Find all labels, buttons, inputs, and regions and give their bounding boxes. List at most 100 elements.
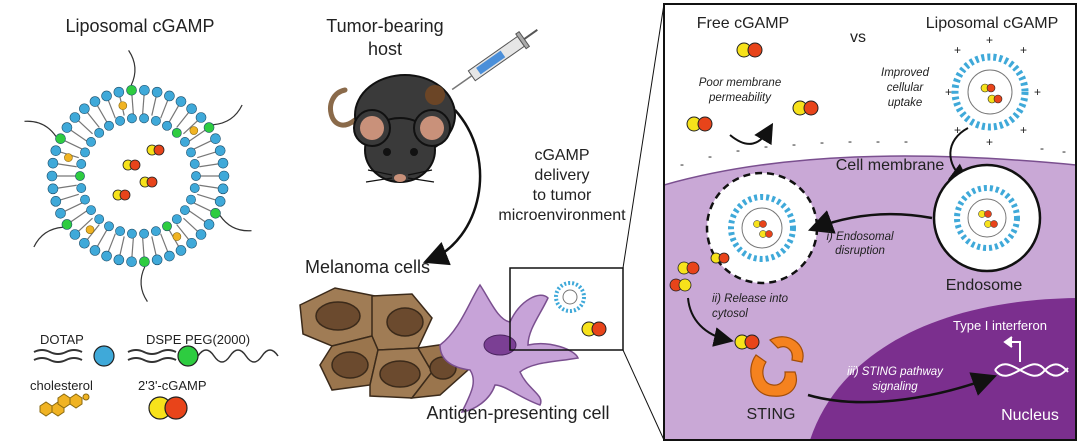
lipid-head [113, 86, 125, 98]
cgamp-label: 2'3'-cGAMP [138, 378, 207, 393]
svg-text:+: + [1034, 85, 1041, 99]
inner-lipid-head [76, 183, 87, 193]
lipid-head [164, 250, 175, 262]
lipid-head [186, 237, 197, 249]
svg-text:+: + [954, 43, 961, 57]
free-cgamp-molecule-top [736, 42, 763, 58]
released-cgamp-3 [710, 252, 730, 264]
lipid-head [195, 229, 207, 240]
peg-head [203, 122, 215, 133]
lipid-head [175, 96, 187, 107]
lipid-head [151, 86, 163, 98]
release-arrow [687, 297, 734, 347]
inner-lipid-head [104, 120, 114, 131]
zoom-box-cgamp [581, 321, 607, 337]
improved-uptake-line2: cellular [887, 82, 925, 94]
peg-head [126, 84, 137, 96]
lipid-head [89, 245, 101, 256]
inner-lipid-head [127, 113, 137, 124]
lipid-head [61, 122, 73, 133]
legend: DOTAP DSPE PEG(2000) cholesterol [30, 332, 279, 420]
peg-head [61, 219, 73, 230]
lipid-bilayer [46, 84, 230, 268]
lipid-head [55, 208, 66, 219]
liposome-large [24, 50, 252, 302]
lipid-tail [188, 210, 207, 223]
inner-lipid-head [104, 221, 114, 232]
lipid-tail [142, 94, 145, 115]
lipid-head [101, 250, 112, 262]
svg-text:-: - [736, 143, 740, 157]
lipid-tail [131, 94, 134, 115]
svg-text:+: + [986, 33, 993, 47]
lipid-tail [193, 202, 213, 213]
cholesterol-molecule [189, 126, 199, 135]
mouse-illustration [328, 74, 456, 183]
positive-charges: +++ +++ ++ [945, 33, 1041, 149]
dspe-peg-label: DSPE PEG(2000) [146, 332, 250, 347]
svg-text:+: + [1020, 43, 1027, 57]
liposomal-cgamp-label: Liposomal cGAMP [926, 15, 1059, 32]
endosomal-disruption-arrow [807, 210, 933, 234]
lipid-head [79, 237, 90, 249]
lipid-tail [96, 229, 108, 248]
right-panel: Free cGAMP vs Liposomal cGAMP Poor membr… [663, 3, 1077, 441]
endosome [932, 163, 1042, 273]
encapsulated-cgamp [112, 144, 165, 201]
lipid-head [126, 256, 137, 268]
left-panel: Liposomal cGAMP DOT [24, 16, 279, 420]
dotap-label: DOTAP [40, 332, 84, 347]
inner-lipid-head [127, 228, 137, 239]
dotap-head-icon [93, 345, 115, 367]
peg-head [55, 133, 66, 144]
lipid-tail [176, 111, 190, 128]
lipid-tail [160, 233, 169, 253]
svg-text:-: - [876, 134, 880, 148]
cholesterol-legend: cholesterol [30, 378, 93, 417]
antigen-presenting-cell [439, 283, 580, 413]
lipid-head [69, 229, 81, 240]
peg-head [210, 208, 221, 219]
inner-lipid-head [139, 228, 149, 239]
lipid-head [214, 145, 226, 156]
lipid-tail [199, 163, 220, 168]
inner-lipid-head [186, 194, 196, 205]
apc-label: Antigen-presenting cell [426, 403, 609, 423]
inner-lipid-head [180, 137, 190, 147]
lipid-tail [151, 95, 157, 116]
cholesterol-molecule [172, 232, 182, 241]
lipid-head [47, 183, 59, 195]
released-cgamp-2 [669, 278, 692, 292]
lipid-head [218, 170, 230, 182]
peg-chain [213, 104, 243, 126]
lipid-tail [77, 217, 93, 233]
lipid-tail [96, 104, 108, 123]
poor-permeability-arrow [729, 122, 774, 146]
cgamp-legend: 2'3'-cGAMP [138, 378, 207, 420]
released-cgamp-1 [677, 261, 700, 275]
lipid-tail [119, 236, 125, 257]
inner-lipid-head [115, 115, 125, 126]
lipid-head [195, 112, 207, 123]
lipid-head [186, 103, 197, 115]
lipid-head [217, 157, 229, 169]
svg-text:+: + [945, 85, 952, 99]
peg-chain [33, 226, 63, 248]
inner-lipid-head [80, 147, 90, 158]
inner-lipid-head [86, 205, 96, 215]
improved-uptake-line3: uptake [888, 97, 923, 109]
svg-text:-: - [708, 149, 712, 163]
host-label-line2: host [368, 39, 402, 59]
lipid-head [46, 170, 58, 182]
mouse-tail [328, 87, 358, 128]
free-cgamp-label: Free cGAMP [697, 15, 789, 32]
svg-text:-: - [792, 137, 796, 151]
inner-lipid-head [76, 159, 87, 169]
delivery-text-line1: cGAMP [534, 147, 589, 164]
vs-label: vs [850, 29, 866, 46]
cholesterol-molecule [118, 101, 128, 110]
host-label-line1: Tumor-bearing [326, 16, 443, 36]
cholesterol-molecule [64, 153, 73, 162]
cholesterol-icon [39, 393, 90, 417]
